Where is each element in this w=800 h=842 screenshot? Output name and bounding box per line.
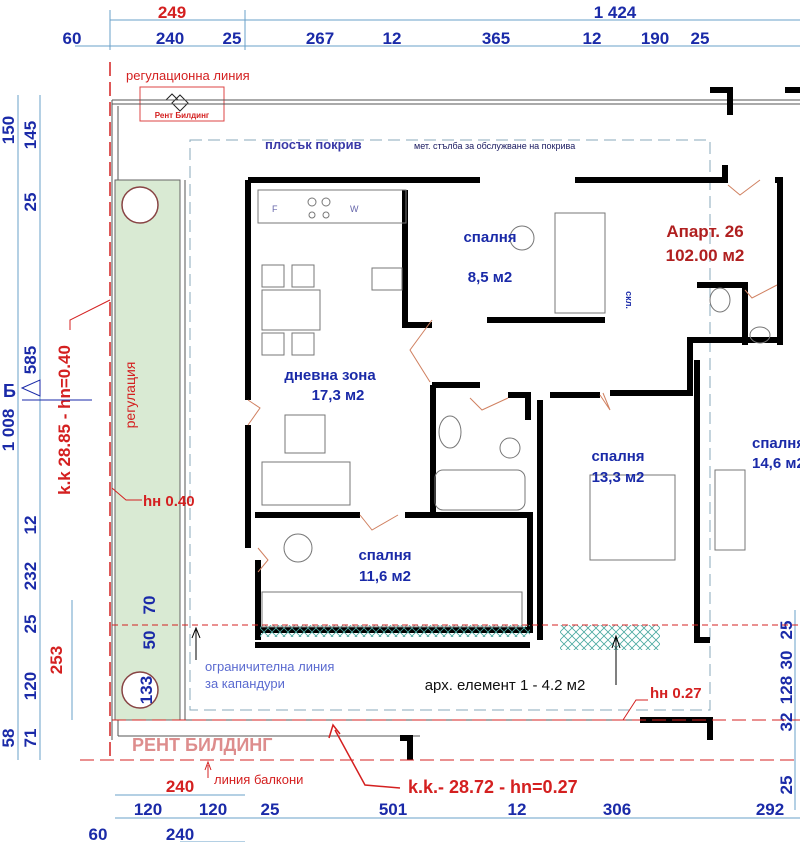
left-dimension-lines (17, 95, 73, 760)
dim-bottom-seg: 120 (134, 800, 162, 819)
room-area: 14,6 м2 (752, 455, 800, 472)
dim-bottom-seg: 12 (508, 800, 527, 819)
dim-bottom-seg: 25 (261, 800, 280, 819)
balcony-hatch (560, 625, 660, 650)
dim-133: 133 (137, 676, 156, 704)
apartment-name: Апарт. 26 (666, 222, 743, 241)
balcony-hatch (260, 625, 530, 637)
logo-text: Рент Билдинг (155, 111, 210, 120)
room-area: 8,5 м2 (468, 269, 512, 286)
metal-ladder-label: мет. стълба за обслужване на покрива (414, 141, 575, 151)
section-mark-label: Б (3, 381, 16, 401)
room-name: спалня (591, 448, 644, 465)
room-area: 13,3 м2 (592, 469, 645, 486)
section-mark-icon (20, 379, 41, 397)
dim-bottom-seg: 501 (379, 800, 407, 819)
fridge-label: F (272, 204, 278, 214)
dim-bottom-seg: 306 (603, 800, 631, 819)
dim-left-red: 253 (47, 646, 66, 674)
walls (245, 87, 800, 760)
dim-left-inner: 71 (21, 729, 40, 748)
dim-left-outer: 58 (0, 729, 18, 748)
hn-040-label: hн 0.40 (143, 493, 195, 510)
dim-top-seg: 240 (156, 29, 184, 48)
regulation-line-label: регулационна линия (126, 68, 250, 83)
hn-027-label: hн 0.27 (650, 685, 702, 702)
bottom-dimension-lines (115, 794, 800, 842)
arch-element-arrow-icon (611, 634, 621, 685)
dim-top-seg: 190 (641, 29, 669, 48)
dim-bottom-seg: 120 (199, 800, 227, 819)
dim-bottom-red: 240 (166, 777, 194, 796)
dim-left-inner: 232 (21, 562, 40, 590)
dim-right: 32 (777, 713, 796, 732)
dim-left-inner: 25 (21, 193, 40, 212)
hn-leader (111, 487, 142, 501)
room-name: спалня (752, 435, 800, 452)
terrace-outline (111, 99, 800, 740)
room-name: спалня (463, 229, 516, 246)
kk-left-label: k.k 28.85 - hn=0.40 (55, 345, 74, 495)
dim-right: 30 (777, 651, 796, 670)
dim-bottom-row3: 240 (166, 825, 194, 842)
apartment-area: 102.00 м2 (666, 246, 745, 265)
dim-left-outer: 1 008 (0, 409, 18, 452)
dim-70: 70 (140, 596, 159, 615)
washer-label: W (350, 204, 359, 214)
flat-roof-label: плосък покрив (265, 137, 362, 152)
storage-label: скл. (624, 291, 634, 309)
regulation-label: регулация (122, 362, 138, 429)
limit-line-label-2: за капандури (205, 676, 285, 691)
room-area: 11,6 м2 (359, 568, 411, 585)
balcony-line-arrow-icon (204, 760, 212, 778)
arch-element-label: арх. елемент 1 - 4.2 м2 (425, 677, 586, 694)
dim-top-seg: 267 (306, 29, 334, 48)
logo-icon (165, 93, 189, 112)
kk-bottom-label: k.k.- 28.72 - hn=0.27 (408, 777, 578, 797)
dim-left-inner: 120 (21, 672, 40, 700)
dim-left-inner: 25 (21, 615, 40, 634)
balcony-line-label: линия балкони (214, 772, 303, 787)
dim-top-overall: 1 424 (594, 3, 637, 22)
dim-top-seg: 365 (482, 29, 510, 48)
top-dimension-lines (75, 10, 800, 50)
dim-left-inner: 12 (21, 516, 40, 535)
kk-bottom-arrow (328, 723, 401, 789)
dim-left-outer: 150 (0, 116, 18, 144)
right-dimensions: 25 30 128 32 25 (777, 610, 796, 810)
dim-top-seg: 12 (383, 29, 402, 48)
hn-027-leader (622, 699, 648, 721)
dim-bottom-seg: 292 (756, 800, 784, 819)
dim-top-seg: 12 (583, 29, 602, 48)
kk-left-arrow (69, 299, 111, 330)
top-dimension-segments: 60 240 25 267 12 365 12 190 25 (63, 29, 710, 48)
dim-right: 128 (777, 676, 796, 704)
room-name: дневна зона (284, 367, 376, 384)
dim-bottom-row3: 60 (89, 825, 108, 842)
furniture (257, 189, 771, 628)
dim-top-seg: 25 (223, 29, 242, 48)
room-area: 17,3 м2 (312, 387, 365, 404)
limit-arrow-icon (191, 626, 201, 660)
limit-line-label: ограничителна линия (205, 659, 334, 674)
dim-top-seg: 60 (63, 29, 82, 48)
dim-left-inner: 585 (21, 346, 40, 374)
door-swings (247, 179, 778, 573)
watermark: РЕНТ БИЛДИНГ (132, 735, 272, 755)
dim-right: 25 (777, 621, 796, 640)
dim-top-red: 249 (158, 3, 186, 22)
room-name: спалня (358, 547, 411, 564)
dim-left-inner: 145 (21, 121, 40, 149)
dim-right: 25 (777, 776, 796, 795)
dim-top-seg: 25 (691, 29, 710, 48)
dim-50: 50 (140, 631, 159, 650)
